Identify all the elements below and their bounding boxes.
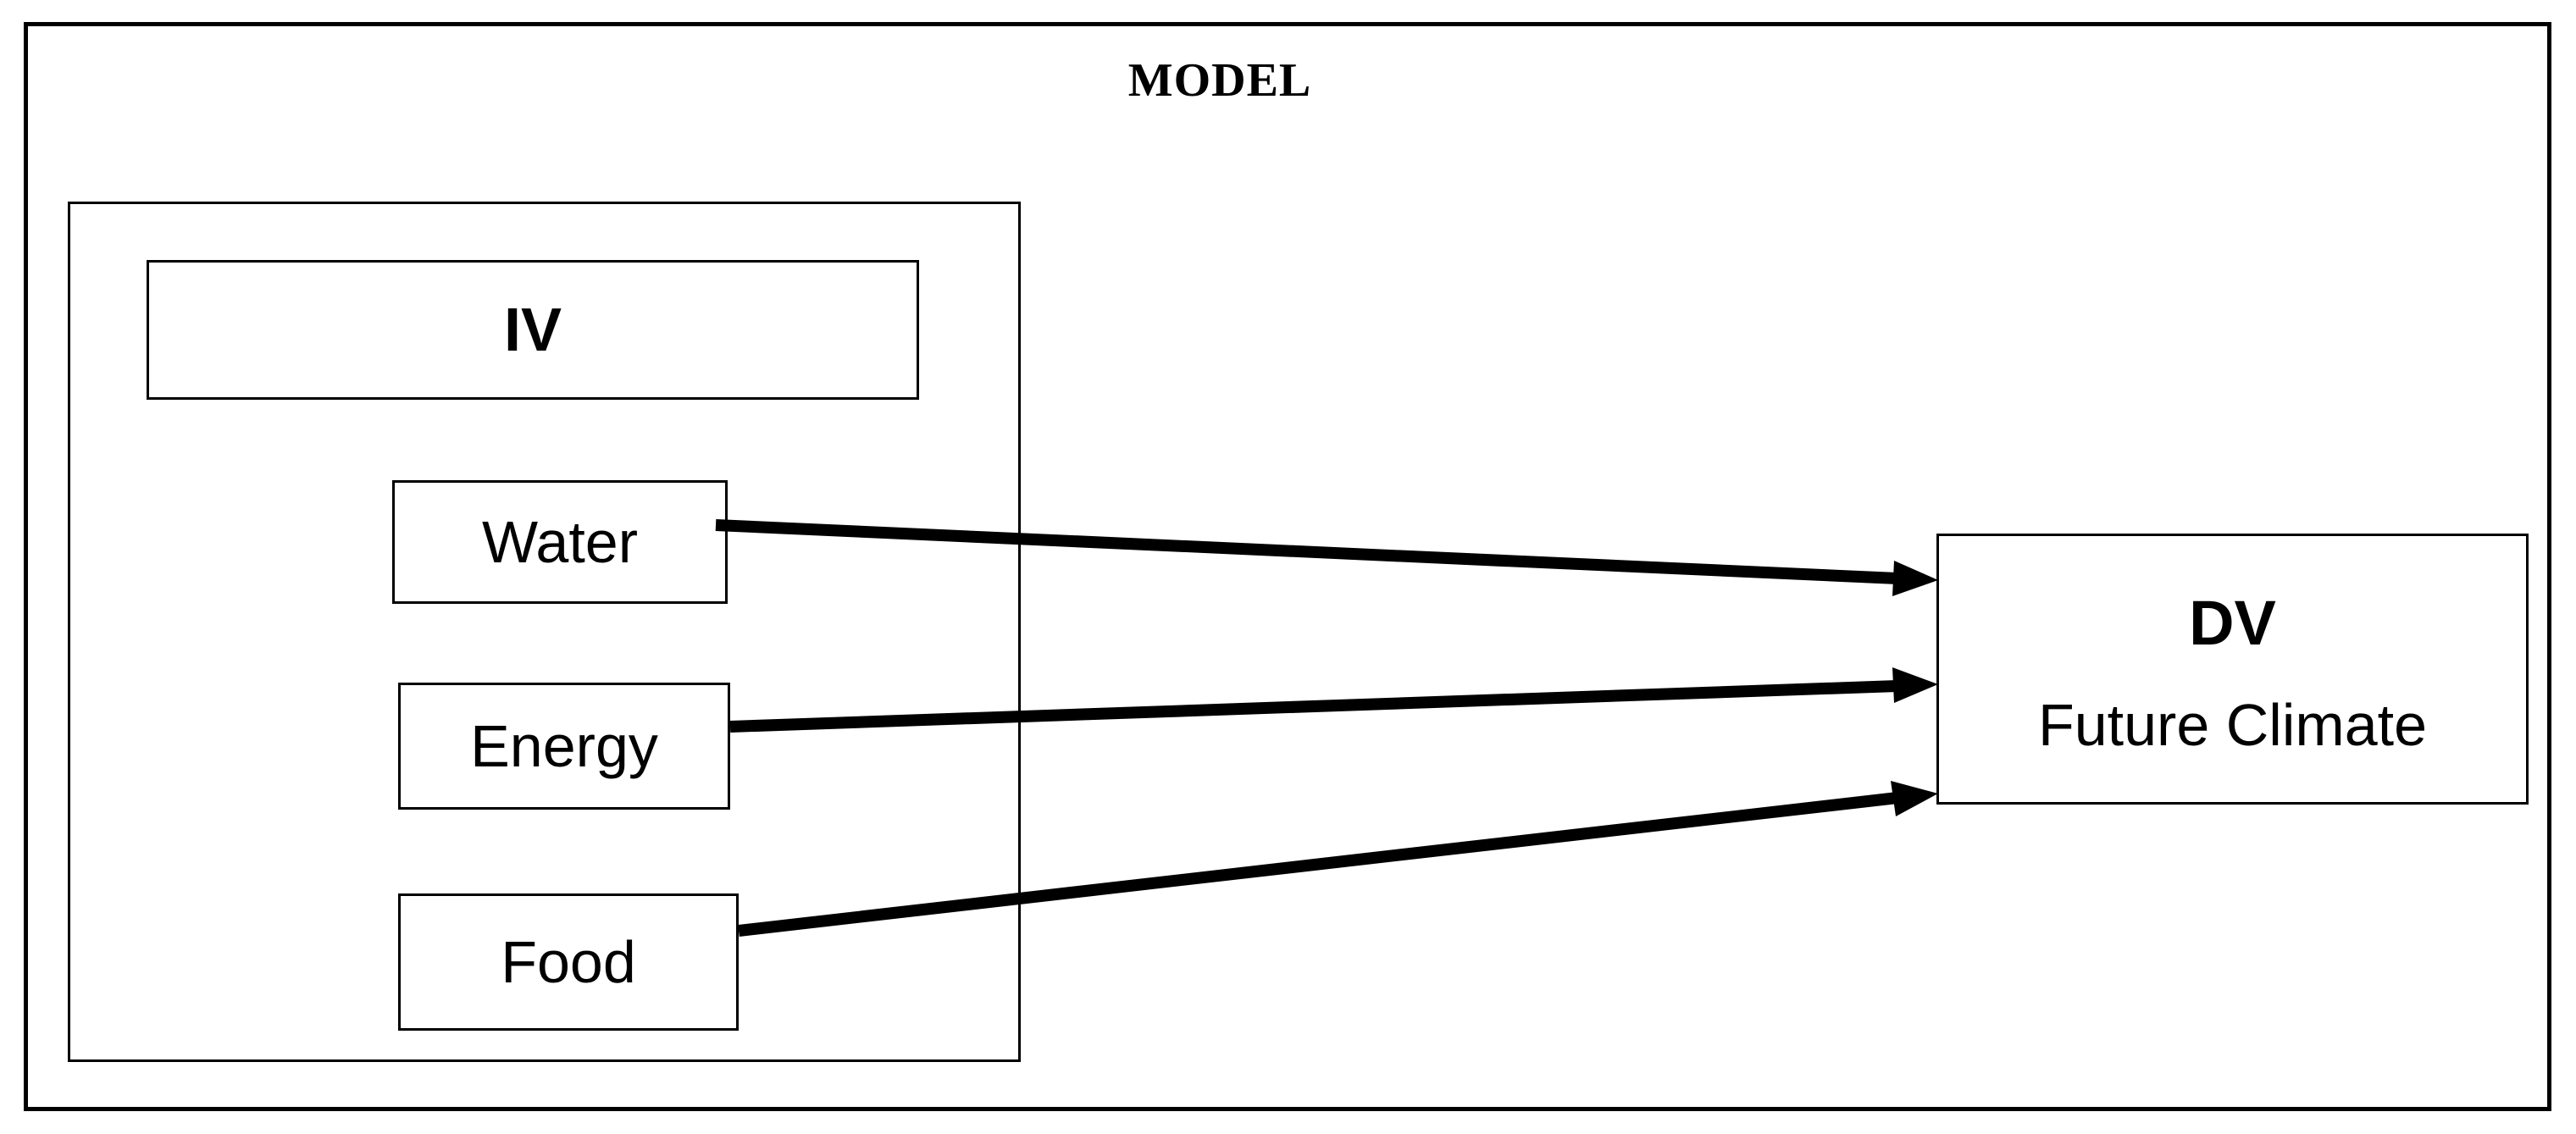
node-food: Food xyxy=(398,893,739,1031)
node-future-climate: DV Future Climate xyxy=(1936,534,2529,805)
iv-group xyxy=(68,202,1021,1062)
dv-variable-label: Future Climate xyxy=(2037,692,2428,758)
node-energy: Energy xyxy=(398,683,730,810)
node-food-label: Food xyxy=(501,929,636,995)
node-water-label: Water xyxy=(481,509,639,575)
node-energy-label: Energy xyxy=(470,713,658,779)
model-title: MODEL xyxy=(1127,54,1312,107)
iv-header-label: IV xyxy=(503,296,562,364)
model-frame xyxy=(24,22,2551,1111)
iv-header-box: IV xyxy=(147,260,919,400)
node-water: Water xyxy=(392,480,728,604)
dv-header-label: DV xyxy=(2189,588,2276,658)
